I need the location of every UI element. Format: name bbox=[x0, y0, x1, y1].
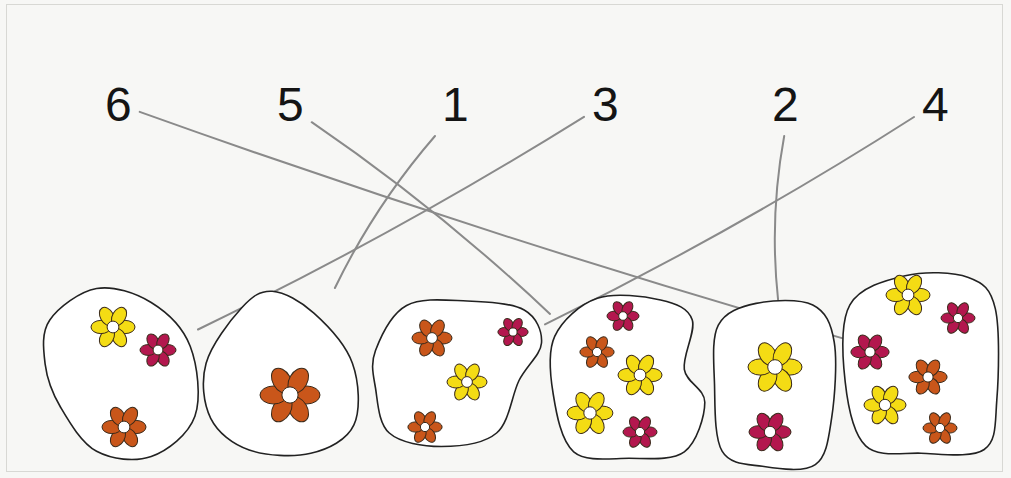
number-box: 1 bbox=[436, 76, 475, 134]
flower bbox=[864, 384, 906, 427]
match-line bbox=[545, 117, 914, 324]
number-box: 6 bbox=[99, 76, 138, 134]
blob-outline bbox=[712, 300, 838, 468]
flower-group bbox=[372, 298, 545, 448]
blob-outline bbox=[842, 272, 1000, 455]
number-label: 4 bbox=[922, 78, 949, 132]
flower-group bbox=[550, 295, 708, 460]
flower bbox=[941, 301, 975, 336]
flower bbox=[923, 411, 957, 446]
flower bbox=[408, 410, 442, 445]
number-label: 6 bbox=[105, 78, 132, 132]
match-line bbox=[312, 122, 550, 314]
flower bbox=[749, 411, 791, 454]
flower bbox=[260, 365, 320, 426]
flower bbox=[748, 340, 802, 395]
flower bbox=[580, 335, 614, 370]
flower bbox=[623, 415, 657, 450]
flower bbox=[851, 333, 889, 372]
number-box: 5 bbox=[271, 76, 310, 134]
blob-outline bbox=[203, 288, 357, 455]
flower bbox=[607, 300, 639, 333]
blob-outline bbox=[42, 285, 198, 460]
flower bbox=[412, 318, 452, 359]
blob-outline bbox=[550, 295, 708, 460]
blob-outline bbox=[372, 298, 545, 448]
flower bbox=[498, 317, 528, 348]
match-line bbox=[335, 136, 435, 288]
number-label: 3 bbox=[592, 78, 619, 132]
number-label: 1 bbox=[442, 78, 469, 132]
flower bbox=[140, 332, 176, 369]
match-line bbox=[775, 136, 784, 300]
flower bbox=[102, 405, 146, 450]
number-box: 2 bbox=[766, 76, 805, 134]
flower-group bbox=[203, 288, 357, 455]
flower-group bbox=[842, 272, 1000, 455]
number-label: 5 bbox=[277, 78, 304, 132]
flower bbox=[91, 305, 135, 350]
number-box: 3 bbox=[586, 76, 625, 134]
flower bbox=[886, 273, 930, 318]
flower bbox=[909, 358, 947, 397]
flower-group bbox=[712, 300, 838, 468]
flower-group bbox=[42, 285, 198, 460]
number-box: 4 bbox=[916, 76, 955, 134]
flower bbox=[618, 353, 662, 398]
flower bbox=[567, 390, 613, 437]
flower bbox=[447, 362, 487, 403]
number-label: 2 bbox=[772, 78, 799, 132]
